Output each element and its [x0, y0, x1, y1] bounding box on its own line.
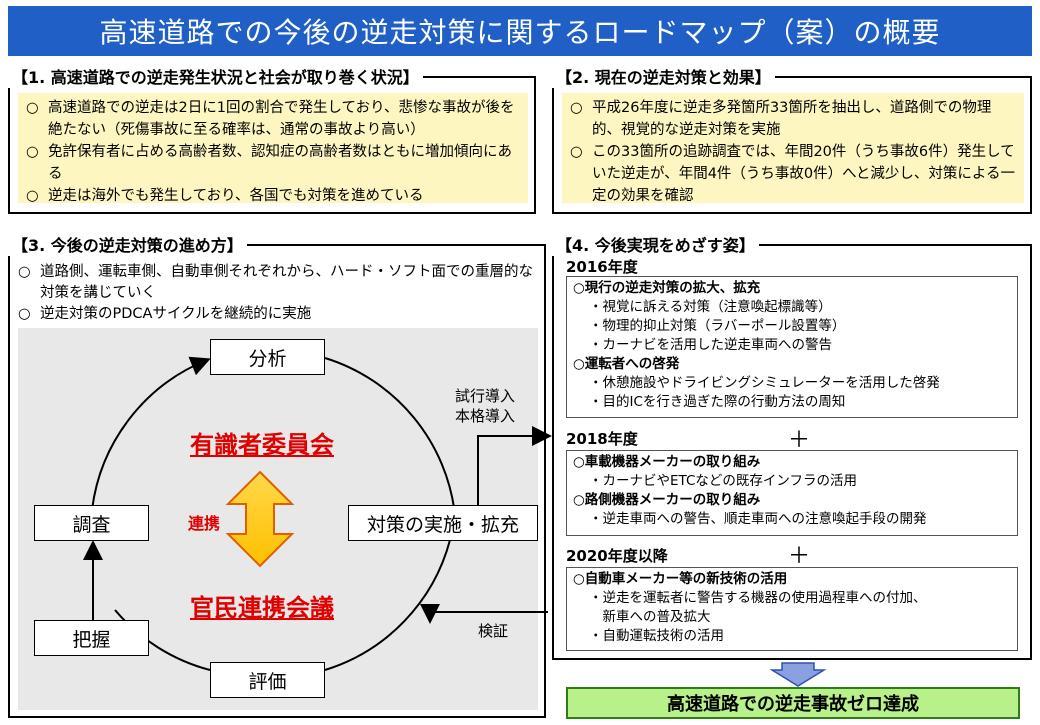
- section-approach-heading: 【3. 今後の逆走対策の進め方】: [8, 232, 247, 256]
- list-item: ・自動運転技術の活用: [589, 628, 724, 644]
- section-approach: [8, 244, 546, 718]
- plus-sign: ＋: [788, 544, 811, 569]
- list-item: ○この33箇所の追跡調査では、年間20件（うち事故6件）発生していた逆走が、年間…: [570, 144, 1015, 204]
- phase-heading: ○現行の逆走対策の拡大、拡充: [573, 280, 761, 296]
- cycle-arc-right: [324, 357, 456, 516]
- section-current-measures-body: ○平成26年度に逆走多発箇所33箇所を抽出し、道路側での物理的、視覚的な逆走対策…: [562, 93, 1024, 204]
- section-situation-body: ○高速道路での逆走は2日に1回の割合で発生しており、悲惨な事故が後を絶たない（死…: [18, 93, 528, 204]
- link-label: 連携: [188, 514, 221, 533]
- section-future: [552, 244, 1032, 660]
- phase-2016: ○現行の逆走対策の拡大、拡充 ・視覚に訴える対策（注意喚起標識等） ・物理的抑止…: [566, 276, 1018, 418]
- list-item: ・カーナビやETCなどの既存インフラの活用: [589, 473, 858, 489]
- cycle-arc-right-lower: [324, 539, 451, 671]
- section-situation-heading: 【1. 高速道路での逆走発生状況と社会が取り巻く状況】: [8, 64, 423, 88]
- year-2016: 2016年度: [566, 258, 638, 276]
- list-item: ○免許保有者に占める高齢者数、認知症の高齢者数はともに増加傾向にある: [26, 144, 512, 182]
- cycle-analysis-box: 分析: [210, 339, 325, 375]
- page-title: 高速道路での今後の逆走対策に関するロードマップ（案）の概要: [8, 6, 1032, 56]
- list-item: ・目的ICを行き過ぎた際の行動方法の周知: [589, 394, 846, 410]
- full-label: 本格導入: [455, 407, 516, 425]
- list-item: ・逆走を運転者に警告する機器の使用過程車への付加、: [589, 590, 927, 606]
- section-current-measures: [552, 76, 1032, 214]
- list-item: ・逆走車両への警告、順走車両への注意喚起手段の開発: [589, 511, 927, 527]
- cycle-survey-box: 調査: [34, 505, 149, 541]
- trial-label: 試行導入: [455, 387, 516, 405]
- cycle-grasp-box: 把握: [34, 620, 149, 656]
- arrow-verify: [420, 604, 548, 624]
- phase-heading: ○運転者への啓発: [573, 356, 680, 372]
- phase-heading: ○路側機器メーカーの取り組み: [573, 492, 761, 508]
- committee-label: 有識者委員会: [190, 431, 334, 459]
- cycle-evaluate-box: 評価: [210, 662, 325, 698]
- cycle-arc-left-upper: [91, 356, 211, 511]
- list-item: ○平成26年度に逆走多発箇所33箇所を抽出し、道路側での物理的、視覚的な逆走対策…: [570, 100, 992, 138]
- link-double-arrow: [225, 470, 295, 568]
- phase-heading: ○自動車メーカー等の新技術の活用: [573, 571, 788, 587]
- cycle-arc-left-lower: [114, 609, 211, 671]
- section-current-measures-heading: 【2. 現在の逆走対策と効果】: [552, 64, 775, 88]
- list-item: ○道路側、運転車側、自動車側それぞれから、ハード・ソフト面での重層的な対策を講じ…: [18, 264, 533, 301]
- year-2018: 2018年度: [566, 430, 638, 448]
- verify-label: 検証: [478, 622, 509, 640]
- arrow-down-to-goal: [769, 662, 827, 687]
- phase-2020: ○自動車メーカー等の新技術の活用 ・逆走を運転者に警告する機器の使用過程車への付…: [566, 567, 1018, 651]
- cycle-implement-box: 対策の実施・拡充: [348, 505, 538, 541]
- phase-2018: ○車載機器メーカーの取り組み ・カーナビやETCなどの既存インフラの活用 ○路側…: [566, 450, 1018, 536]
- list-item: ○逆走は海外でも発生しており、各国でも対策を進めている: [26, 188, 424, 204]
- list-item: ・休憩施設やドライビングシミュレーターを活用した啓発: [589, 375, 940, 391]
- list-item: ・視覚に訴える対策（注意喚起標識等）: [589, 299, 832, 315]
- section-future-heading: 【4. 今後実現をめざす姿】: [552, 232, 759, 256]
- council-label: 官民連携会議: [190, 594, 334, 622]
- list-item: ○逆走対策のPDCAサイクルを継続的に実施: [18, 306, 312, 322]
- phase-heading: ○車載機器メーカーの取り組み: [573, 454, 761, 470]
- arrow-to-roadmap: [477, 426, 552, 505]
- goal-banner: 高速道路での逆走事故ゼロ達成: [566, 687, 1020, 719]
- plus-sign: ＋: [788, 428, 811, 453]
- list-item: ○高速道路での逆走は2日に1回の割合で発生しており、悲惨な事故が後を絶たない（死…: [26, 100, 515, 138]
- year-2020: 2020年度以降: [566, 547, 668, 565]
- list-item: ・カーナビを活用した逆走車両への警告: [589, 337, 832, 353]
- list-item: ・物理的抑止対策（ラバーポール設置等）: [589, 318, 846, 334]
- section-approach-text: ○道路側、運転車側、自動車側それぞれから、ハード・ソフト面での重層的な対策を講じ…: [18, 262, 536, 325]
- list-item: 新車への普及拡大: [589, 609, 711, 625]
